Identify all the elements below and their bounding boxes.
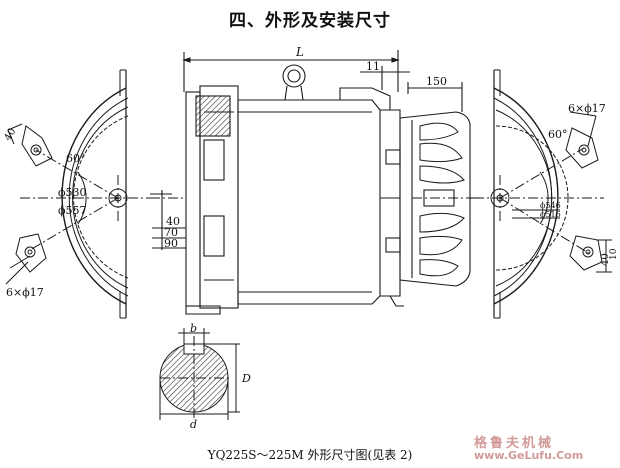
motor-frame (237, 99, 381, 305)
watermark-text: 格鲁夫机械 (474, 436, 555, 451)
right-dia-516: ϕ516 (540, 210, 561, 219)
right-angle-arc (539, 171, 549, 225)
dim-11-label: 11 (366, 60, 380, 73)
watermark-url: www.GeLufu.Com (474, 449, 584, 462)
left-angle-label: 60° (66, 152, 86, 165)
right-end-view (474, 69, 612, 319)
left-angle-arc (77, 171, 87, 225)
fan-cowl (399, 111, 471, 287)
right-mounting-lug-bottom (569, 235, 603, 271)
left-rim-1 (68, 97, 129, 297)
shaft-key-depth: D (241, 372, 251, 385)
right-mounting-lug-top (565, 127, 599, 169)
right-dim-40: 40 (600, 253, 611, 266)
base-foot (185, 305, 221, 315)
left-rim-3 (73, 115, 129, 279)
left-holes-label: 6×ϕ17 (6, 286, 44, 299)
right-outer-housing (493, 87, 559, 305)
lifting-eye (282, 64, 306, 88)
right-dim-10: 10 (609, 248, 619, 260)
left-dia-557: ϕ557 (58, 204, 87, 217)
left-dia-530: ϕ530 (58, 186, 87, 199)
dim-90-label: 90 (164, 237, 178, 250)
junction-section (195, 95, 231, 137)
dim-L-label: L (295, 45, 304, 59)
left-outer-housing (61, 87, 127, 305)
dim-70-label: 70 (164, 226, 178, 239)
left-end-view (7, 69, 150, 319)
fan-blades (419, 122, 465, 277)
dim-40-label: 40 (166, 215, 180, 228)
figure-caption: YQ225S～225M 外形尺寸图(见表 2) (207, 448, 413, 462)
left-mounting-lug-top (21, 125, 53, 167)
dim-150-label: 150 (426, 75, 447, 88)
shaft-diameter: d (190, 418, 197, 431)
left-dim-40: 40 (3, 126, 19, 143)
shaft-section (159, 328, 240, 420)
right-angle-label: 60° (548, 128, 568, 141)
page-title: 四、外形及安装尺寸 (229, 11, 391, 31)
right-holes-label: 6×ϕ17 (568, 102, 606, 115)
shaft-key-width: b (190, 322, 197, 335)
side-view (150, 50, 480, 315)
right-dia-546: ϕ546 (540, 201, 561, 210)
left-rim-2 (72, 106, 129, 289)
left-mounting-lug-bottom (15, 233, 47, 273)
